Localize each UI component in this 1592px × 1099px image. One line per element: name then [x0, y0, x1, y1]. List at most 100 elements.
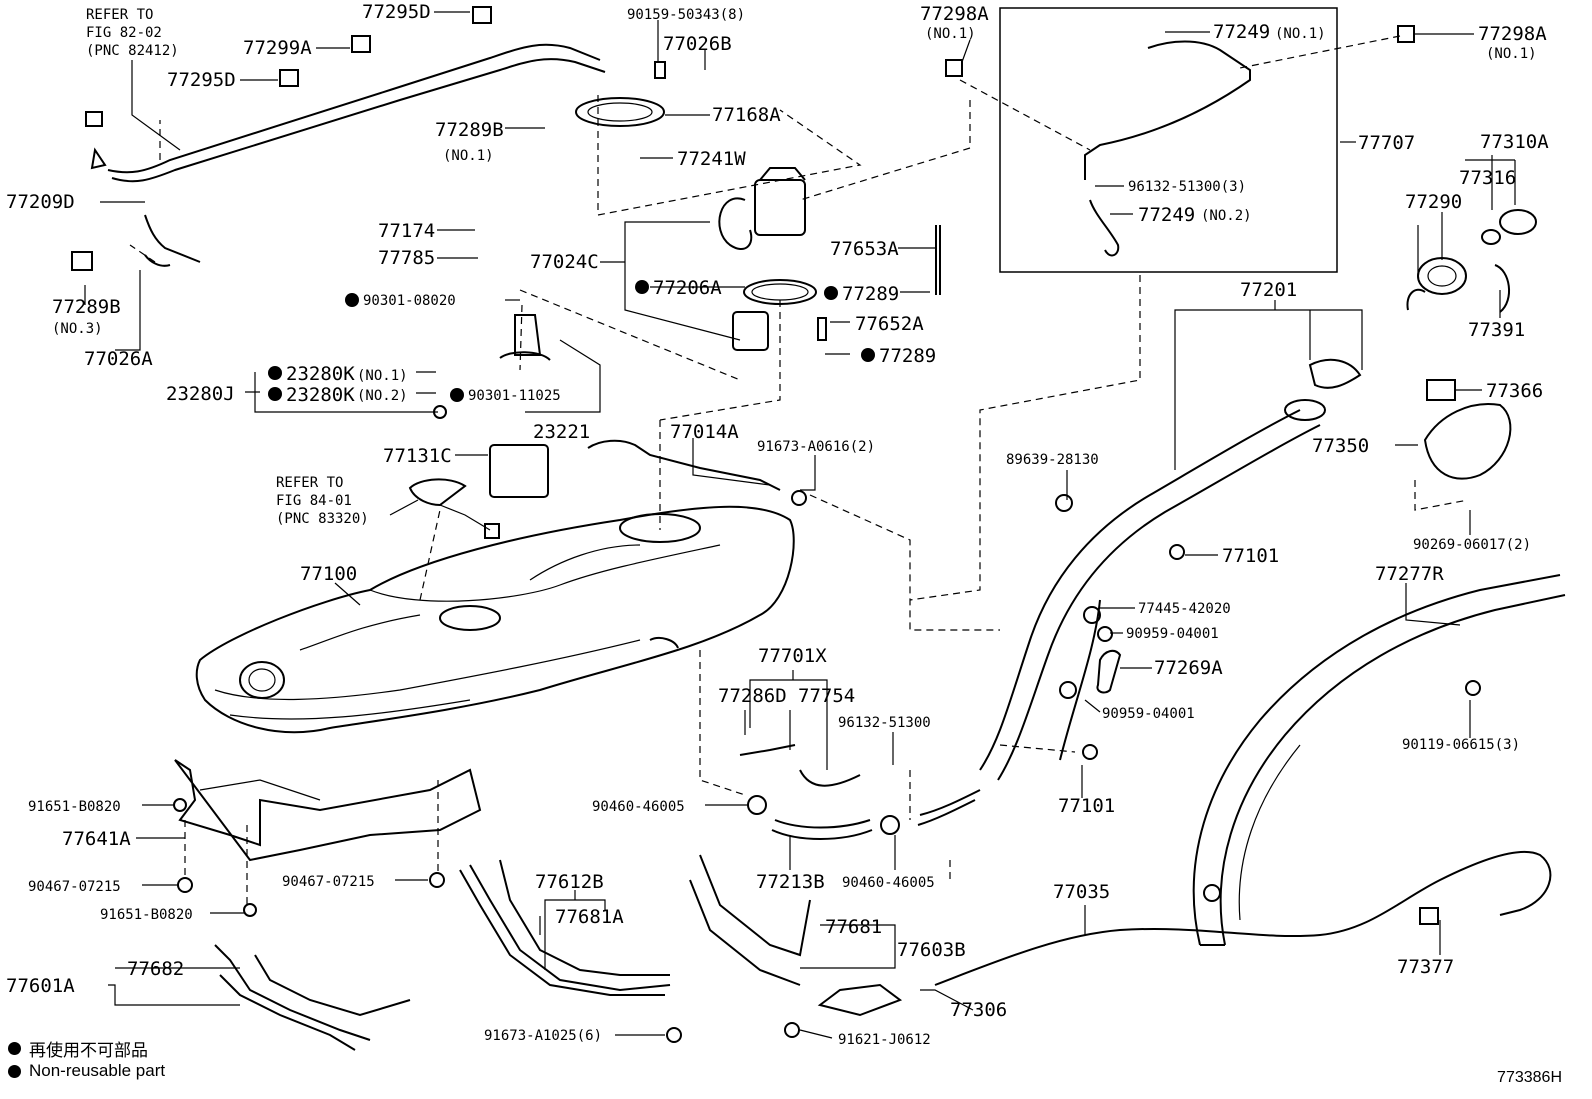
- cable-77035: [934, 850, 1552, 986]
- nonreusable-dot-77206A: [635, 280, 649, 294]
- label-77289B-1: 77289B: [435, 119, 504, 141]
- label-77206A: 77206A: [653, 277, 722, 299]
- label-77269A: 77269A: [1154, 657, 1223, 679]
- label-77310A: 77310A: [1480, 131, 1549, 153]
- label-23280K-1: 23280K: [286, 363, 355, 385]
- label-77101-2: 77101: [1058, 795, 1115, 817]
- nonreusable-dot-77289-2: [861, 348, 875, 362]
- label-77286D: 77286D: [718, 685, 787, 707]
- label-91651-2: 91651-B0820: [100, 907, 193, 923]
- nonreusable-dot-90301-08020: [345, 293, 359, 307]
- liner-77277R: [1192, 574, 1566, 946]
- label-90301-11025: 90301-11025: [468, 388, 561, 404]
- label-refer2: REFER TO: [276, 475, 343, 491]
- label-77295D-top: 77295D: [362, 1, 431, 23]
- label-23280K-2-no: (NO.2): [357, 388, 408, 404]
- label-77026B: 77026B: [663, 33, 732, 55]
- label-23280J: 23280J: [166, 383, 235, 405]
- label-77298A-1: 77298A: [920, 3, 989, 25]
- label-refer2c: (PNC 83320): [276, 511, 369, 527]
- label-77601A: 77601A: [6, 975, 75, 997]
- label-77241W: 77241W: [677, 148, 746, 170]
- label-77612B: 77612B: [535, 871, 604, 893]
- label-77289-2: 77289: [879, 345, 936, 367]
- fuel-tank-77100: [195, 505, 795, 734]
- fuel-pump-assembly: [408, 97, 941, 539]
- label-77701X: 77701X: [758, 645, 827, 667]
- label-77652A: 77652A: [855, 313, 924, 335]
- guide-lines: [129, 35, 1469, 905]
- label-77295D: 77295D: [167, 69, 236, 91]
- label-77445: 77445-42020: [1138, 601, 1231, 617]
- brackets-and-protectors: [174, 759, 903, 1051]
- label-77681A: 77681A: [555, 906, 624, 928]
- label-77306: 77306: [950, 999, 1007, 1021]
- label-77168A: 77168A: [712, 104, 781, 126]
- label-77131C: 77131C: [383, 445, 452, 467]
- figure-id: 773386H: [1497, 1069, 1562, 1086]
- label-77299A: 77299A: [243, 37, 312, 59]
- label-77682: 77682: [127, 958, 184, 980]
- label-77289-1: 77289: [842, 283, 899, 305]
- label-77298A-1-no: (NO.1): [925, 26, 976, 42]
- label-23280K-2: 23280K: [286, 384, 355, 406]
- label-77014A: 77014A: [670, 421, 739, 443]
- label-77100: 77100: [300, 563, 357, 585]
- leader-lines: [84, 11, 1516, 1039]
- label-90959-2: 90959-04001: [1102, 706, 1195, 722]
- label-refer1: REFER TO: [86, 7, 153, 23]
- label-90301-08020: 90301-08020: [363, 293, 456, 309]
- fuel-cap-parts: [1406, 209, 1537, 480]
- nonreusable-dot-23280K-2: [268, 387, 282, 401]
- label-77209D: 77209D: [6, 191, 75, 213]
- filler-pipe-77201: [917, 358, 1362, 826]
- label-77298A-2-no: (NO.1): [1486, 46, 1537, 62]
- label-91673-A0616: 91673-A0616(2): [757, 439, 875, 455]
- label-96132-3: 96132-51300(3): [1128, 179, 1246, 195]
- nonreusable-dot-23280K-1: [268, 366, 282, 380]
- label-77024C: 77024C: [530, 251, 599, 273]
- label-77289B-1-no: (NO.1): [443, 148, 494, 164]
- label-refer1b: FIG 82-02: [86, 25, 162, 41]
- label-77653A: 77653A: [830, 238, 899, 260]
- label-refer2b: FIG 84-01: [276, 493, 352, 509]
- label-77213B: 77213B: [756, 871, 825, 893]
- label-77249-2-no: (NO.2): [1201, 208, 1252, 224]
- legend-dot-icon: [8, 1042, 21, 1055]
- label-77026A: 77026A: [84, 348, 153, 370]
- label-77785: 77785: [378, 247, 435, 269]
- legend-dot-icon: [8, 1064, 21, 1078]
- label-77391: 77391: [1468, 319, 1525, 341]
- label-90269: 90269-06017(2): [1413, 537, 1531, 553]
- label-77289B-3: 77289B: [52, 296, 121, 318]
- label-77681: 77681: [825, 916, 882, 938]
- label-77277R: 77277R: [1375, 563, 1444, 585]
- label-89639: 89639-28130: [1006, 452, 1099, 468]
- label-90460-2: 90460-46005: [842, 875, 935, 891]
- label-77350: 77350: [1312, 435, 1369, 457]
- group-box-77707: [999, 7, 1338, 273]
- label-refer1c: (PNC 82412): [86, 43, 179, 59]
- label-91621: 91621-J0612: [838, 1032, 931, 1048]
- fuel-lines: [85, 40, 1251, 491]
- label-90159: 90159-50343(8): [627, 7, 745, 23]
- legend-jp: 再使用不可部品: [8, 1036, 148, 1061]
- label-23280K-1-no: (NO.1): [357, 368, 408, 384]
- label-90959-1: 90959-04001: [1126, 626, 1219, 642]
- legend-en-text: Non-reusable part: [29, 1061, 166, 1080]
- label-77366: 77366: [1486, 380, 1543, 402]
- label-77174: 77174: [378, 220, 435, 242]
- label-77603B: 77603B: [897, 939, 966, 961]
- label-90460-1: 90460-46005: [592, 799, 685, 815]
- nonreusable-dot-90301-11025: [450, 388, 464, 402]
- label-77641A: 77641A: [62, 828, 131, 850]
- label-90119: 90119-06615(3): [1402, 737, 1520, 753]
- label-77249-1-no: (NO.1): [1275, 26, 1326, 42]
- part-labels: 77295D 90159-50343(8) 77298A (NO.1) 7724…: [6, 1, 1549, 1048]
- label-77298A-2: 77298A: [1478, 23, 1547, 45]
- label-77707: 77707: [1358, 132, 1415, 154]
- fasteners: [71, 6, 1481, 1043]
- label-77101-1: 77101: [1222, 545, 1279, 567]
- label-91651-1: 91651-B0820: [28, 799, 121, 815]
